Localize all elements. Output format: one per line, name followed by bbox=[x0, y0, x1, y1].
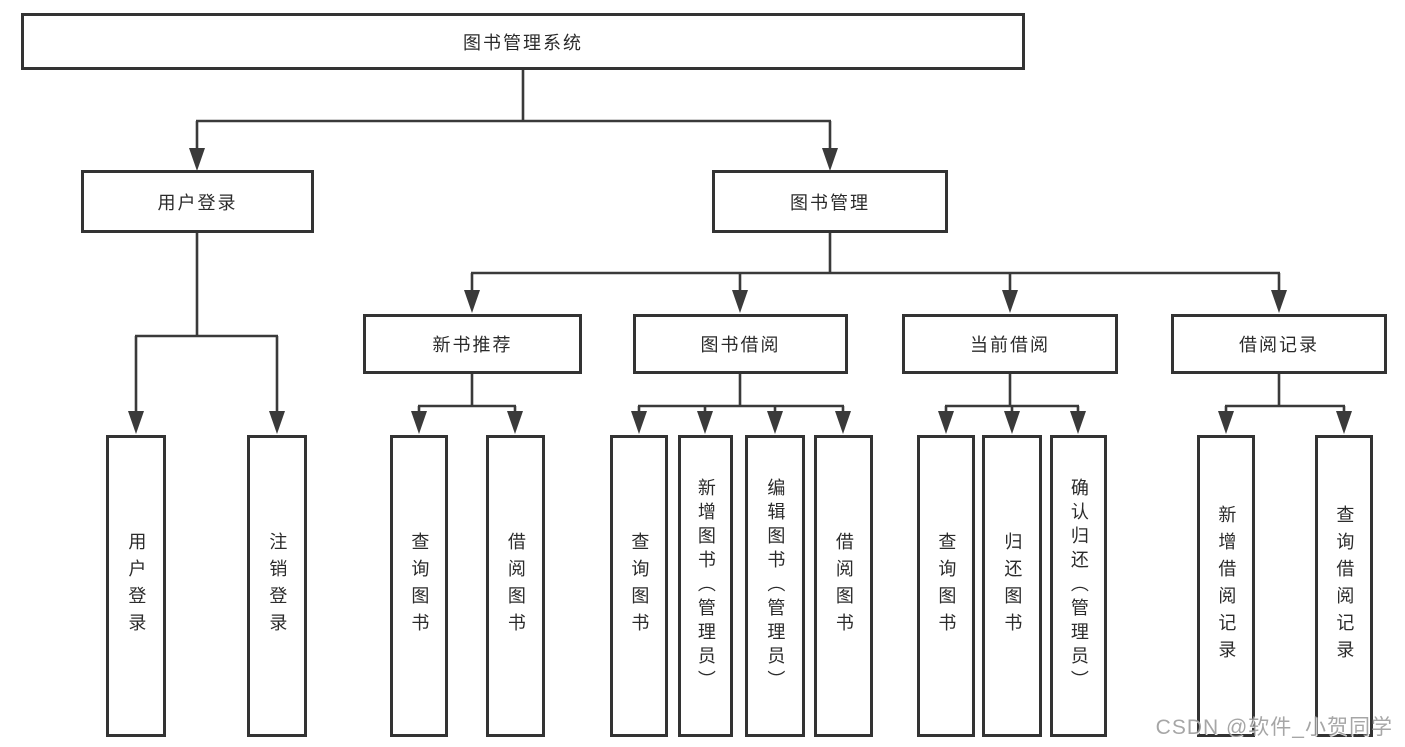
leaf-return-books: 归还图书 bbox=[982, 435, 1042, 737]
leaf-edit-books-admin: 编辑图书（管理员） bbox=[745, 435, 805, 737]
node-label: 新增借阅记录 bbox=[1216, 505, 1237, 667]
arrow-down-icon bbox=[1004, 411, 1020, 434]
leaf-query-books-borrow: 查询图书 bbox=[610, 435, 668, 737]
arrow-down-icon bbox=[128, 411, 144, 434]
connector-book-mgmt-to-level3 bbox=[464, 233, 1287, 313]
connector-line bbox=[417, 374, 517, 424]
leaf-query-borrow-record: 查询借阅记录 bbox=[1315, 435, 1373, 737]
node-user-login: 用户登录 bbox=[81, 170, 314, 233]
arrow-down-icon bbox=[507, 411, 523, 434]
node-label: 归还图书 bbox=[1002, 532, 1023, 640]
node-label: 注销登录 bbox=[267, 532, 288, 640]
leaf-add-books-admin: 新增图书（管理员） bbox=[678, 435, 733, 737]
arrow-down-icon bbox=[464, 290, 480, 313]
leaf-add-borrow-record: 新增借阅记录 bbox=[1197, 435, 1255, 737]
node-current-borrowing: 当前借阅 bbox=[902, 314, 1118, 374]
node-label: 查询图书 bbox=[629, 532, 650, 640]
connector-root-to-level2 bbox=[189, 70, 838, 171]
connector-current-borrow-to-leaves bbox=[938, 374, 1086, 434]
arrow-down-icon bbox=[1070, 411, 1086, 434]
node-book-management: 图书管理 bbox=[712, 170, 948, 233]
leaf-confirm-return-admin: 确认归还（管理员） bbox=[1050, 435, 1107, 737]
node-book-borrowing: 图书借阅 bbox=[633, 314, 848, 374]
node-root-library-system: 图书管理系统 bbox=[21, 13, 1025, 70]
connector-borrow-record-to-leaves bbox=[1218, 374, 1352, 434]
node-label: 当前借阅 bbox=[970, 335, 1050, 355]
arrow-down-icon bbox=[189, 148, 205, 171]
connector-user-login-to-leaves bbox=[128, 233, 285, 434]
node-label: 查询借阅记录 bbox=[1334, 505, 1355, 667]
connector-line bbox=[1224, 374, 1346, 424]
node-label: 图书借阅 bbox=[700, 335, 781, 355]
connector-new-book-to-leaves bbox=[411, 374, 523, 434]
node-label: 图书管理 bbox=[790, 192, 870, 213]
leaf-query-books-current: 查询图书 bbox=[917, 435, 975, 737]
arrow-down-icon bbox=[767, 411, 783, 434]
node-label: 借阅图书 bbox=[833, 532, 854, 640]
arrow-down-icon bbox=[1336, 411, 1352, 434]
node-label: 用户登录 bbox=[157, 192, 238, 213]
arrow-down-icon bbox=[697, 411, 713, 434]
leaf-logout: 注销登录 bbox=[247, 435, 307, 737]
node-new-book-recommend: 新书推荐 bbox=[363, 314, 582, 374]
node-borrowing-records: 借阅记录 bbox=[1171, 314, 1387, 374]
leaf-user-login: 用户登录 bbox=[106, 435, 166, 737]
node-label: 图书管理系统 bbox=[463, 32, 583, 53]
connector-line bbox=[470, 233, 1281, 303]
node-label: 查询图书 bbox=[409, 532, 430, 640]
arrow-down-icon bbox=[269, 411, 285, 434]
connector-line bbox=[195, 70, 832, 160]
arrow-down-icon bbox=[631, 411, 647, 434]
arrow-down-icon bbox=[411, 411, 427, 434]
arrow-down-icon bbox=[835, 411, 851, 434]
arrow-down-icon bbox=[732, 290, 748, 313]
node-label: 借阅记录 bbox=[1239, 335, 1319, 355]
arrow-down-icon bbox=[1002, 290, 1018, 313]
connector-line bbox=[134, 233, 279, 425]
node-label: 用户登录 bbox=[126, 532, 147, 640]
node-label: 新增图书（管理员） bbox=[695, 478, 716, 694]
node-label: 借阅图书 bbox=[505, 532, 526, 640]
node-label: 查询图书 bbox=[936, 532, 957, 640]
csdn-watermark: CSDN @软件_小贺同学 bbox=[1155, 716, 1393, 739]
connector-line bbox=[637, 374, 845, 424]
node-label: 新书推荐 bbox=[432, 335, 513, 355]
arrow-down-icon bbox=[938, 411, 954, 434]
leaf-borrow-books: 借阅图书 bbox=[814, 435, 873, 737]
leaf-borrow-books-recommend: 借阅图书 bbox=[486, 435, 545, 737]
arrow-down-icon bbox=[822, 148, 838, 171]
node-label: 编辑图书（管理员） bbox=[765, 478, 786, 694]
node-label: 确认归还（管理员） bbox=[1068, 478, 1089, 694]
arrow-down-icon bbox=[1218, 411, 1234, 434]
arrow-down-icon bbox=[1271, 290, 1287, 313]
leaf-query-books-recommend: 查询图书 bbox=[390, 435, 448, 737]
connector-book-borrow-to-leaves bbox=[631, 374, 851, 434]
